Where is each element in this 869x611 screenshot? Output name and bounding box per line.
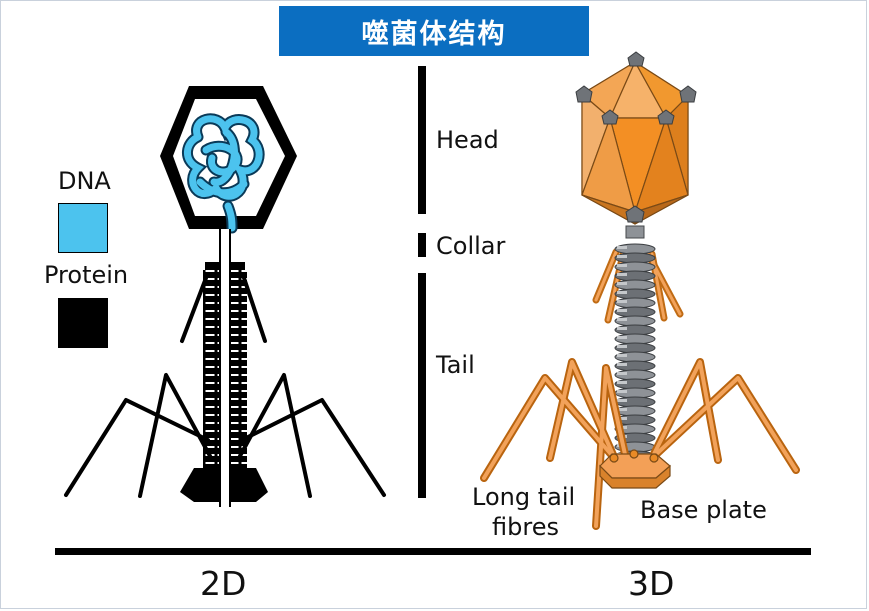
sheath-ring-highlight bbox=[617, 273, 627, 276]
sheath-ring-highlight bbox=[617, 282, 627, 285]
sheath-ring-highlight bbox=[617, 255, 627, 258]
head-bar bbox=[418, 66, 426, 214]
title-banner: 噬菌体结构 bbox=[279, 6, 589, 56]
sheath-ring-highlight bbox=[617, 372, 627, 375]
label-base-plate: Base plate bbox=[640, 496, 767, 524]
3d-collar bbox=[625, 225, 645, 239]
sheath-ring-highlight bbox=[617, 381, 627, 384]
sheath-ring-highlight bbox=[617, 417, 627, 420]
legend-protein-swatch bbox=[58, 298, 108, 348]
3d-base-plate bbox=[599, 449, 671, 489]
tail-bar bbox=[418, 273, 426, 498]
sheath-ring-highlight bbox=[617, 309, 627, 312]
label-long-tail-fibres-line1: Long tail bbox=[472, 483, 576, 511]
part-indicator-bars bbox=[418, 66, 426, 498]
sheath-ring-highlight bbox=[617, 318, 627, 321]
sheath-ring-highlight bbox=[617, 300, 627, 303]
3d-long-tail-fibres bbox=[480, 358, 800, 530]
phage-3d-diagram bbox=[480, 51, 800, 530]
2d-long-tail-fibres bbox=[64, 373, 386, 498]
sheath-ring-highlight bbox=[617, 345, 627, 348]
phage-2d-diagram bbox=[64, 86, 386, 507]
sheath-ring-highlight bbox=[617, 291, 627, 294]
sheath-ring-highlight bbox=[617, 399, 627, 402]
legend-dna-label: DNA bbox=[58, 167, 111, 195]
sheath-ring-highlight bbox=[617, 390, 627, 393]
legend-protein-label: Protein bbox=[44, 261, 129, 289]
sheath-ring-highlight bbox=[617, 246, 627, 249]
label-head: Head bbox=[436, 126, 499, 154]
baseline-rule bbox=[55, 548, 811, 555]
2d-dna-coil bbox=[182, 113, 265, 234]
2d-tail-tube bbox=[221, 229, 229, 507]
legend-dna-swatch bbox=[58, 203, 108, 253]
sheath-ring-highlight bbox=[617, 327, 627, 330]
3d-capsid-vertices bbox=[575, 51, 697, 223]
sheath-ring-highlight bbox=[617, 354, 627, 357]
sheath-ring-highlight bbox=[617, 363, 627, 366]
sheath-ring-highlight bbox=[617, 408, 627, 411]
caption-2d: 2D bbox=[200, 564, 247, 603]
3d-capsid bbox=[581, 61, 689, 225]
label-collar: Collar bbox=[436, 232, 506, 260]
sheath-ring-highlight bbox=[617, 336, 627, 339]
collar-bar bbox=[418, 233, 426, 257]
label-long-tail-fibres-line2: fibres bbox=[492, 513, 559, 541]
label-tail: Tail bbox=[436, 351, 475, 379]
caption-3d: 3D bbox=[628, 564, 675, 603]
2d-upper-fibres bbox=[180, 276, 267, 343]
sheath-ring-highlight bbox=[617, 264, 627, 267]
